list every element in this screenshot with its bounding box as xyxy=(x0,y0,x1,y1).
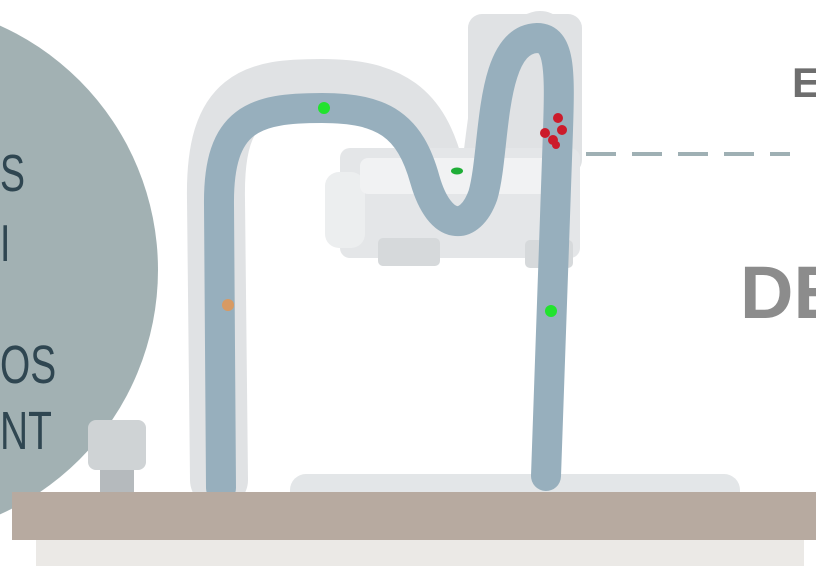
callout-label: E xyxy=(792,59,816,106)
section-heading: DE xyxy=(740,251,816,334)
particle-dot-green xyxy=(545,305,557,317)
particle-dot-green xyxy=(451,167,463,175)
side-panel-text-line: NT xyxy=(0,401,52,461)
drain-pipe xyxy=(203,23,574,503)
side-panel-text-line: OS xyxy=(0,335,57,395)
cabinet-front xyxy=(36,540,804,566)
side-panel-circle xyxy=(0,25,158,515)
particle-cluster-red xyxy=(540,113,567,149)
side-panel-text-line: I xyxy=(0,215,11,273)
counter-top xyxy=(12,492,816,540)
side-panel-text-line: S xyxy=(0,145,25,203)
valve-block xyxy=(88,420,146,498)
particle-dot-orange xyxy=(222,299,234,311)
particle-dot-green xyxy=(318,102,330,114)
